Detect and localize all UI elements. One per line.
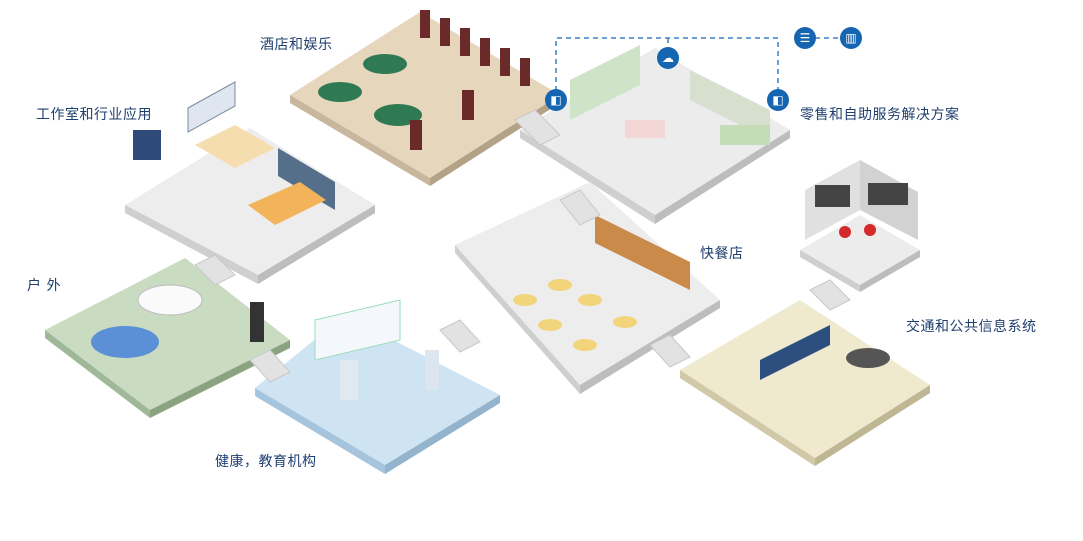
server-icon: ☰ bbox=[794, 27, 816, 49]
health-platform bbox=[255, 299, 500, 474]
label-outdoor: 户 外 bbox=[27, 278, 61, 294]
outdoor-platform bbox=[45, 258, 290, 418]
label-fastfood: 快餐店 bbox=[700, 246, 744, 262]
retail-platform bbox=[520, 45, 790, 224]
label-studio: 工作室和行业应用 bbox=[36, 107, 152, 123]
camera-icon: ◧ bbox=[767, 89, 789, 111]
camera-icon: ◧ bbox=[545, 89, 567, 111]
control-room-platform bbox=[800, 160, 920, 292]
fastfood-platform bbox=[455, 182, 720, 394]
label-hotel: 酒店和娱乐 bbox=[260, 37, 333, 53]
label-transport: 交通和公共信息系统 bbox=[906, 319, 1037, 335]
cloud-icon: ☁ bbox=[657, 47, 679, 69]
label-retail: 零售和自助服务解决方案 bbox=[800, 107, 960, 123]
chart-icon: ▥ bbox=[840, 27, 862, 49]
stairs bbox=[194, 109, 851, 383]
label-health: 健康，教育机构 bbox=[215, 454, 317, 470]
transport-platform bbox=[680, 300, 930, 466]
